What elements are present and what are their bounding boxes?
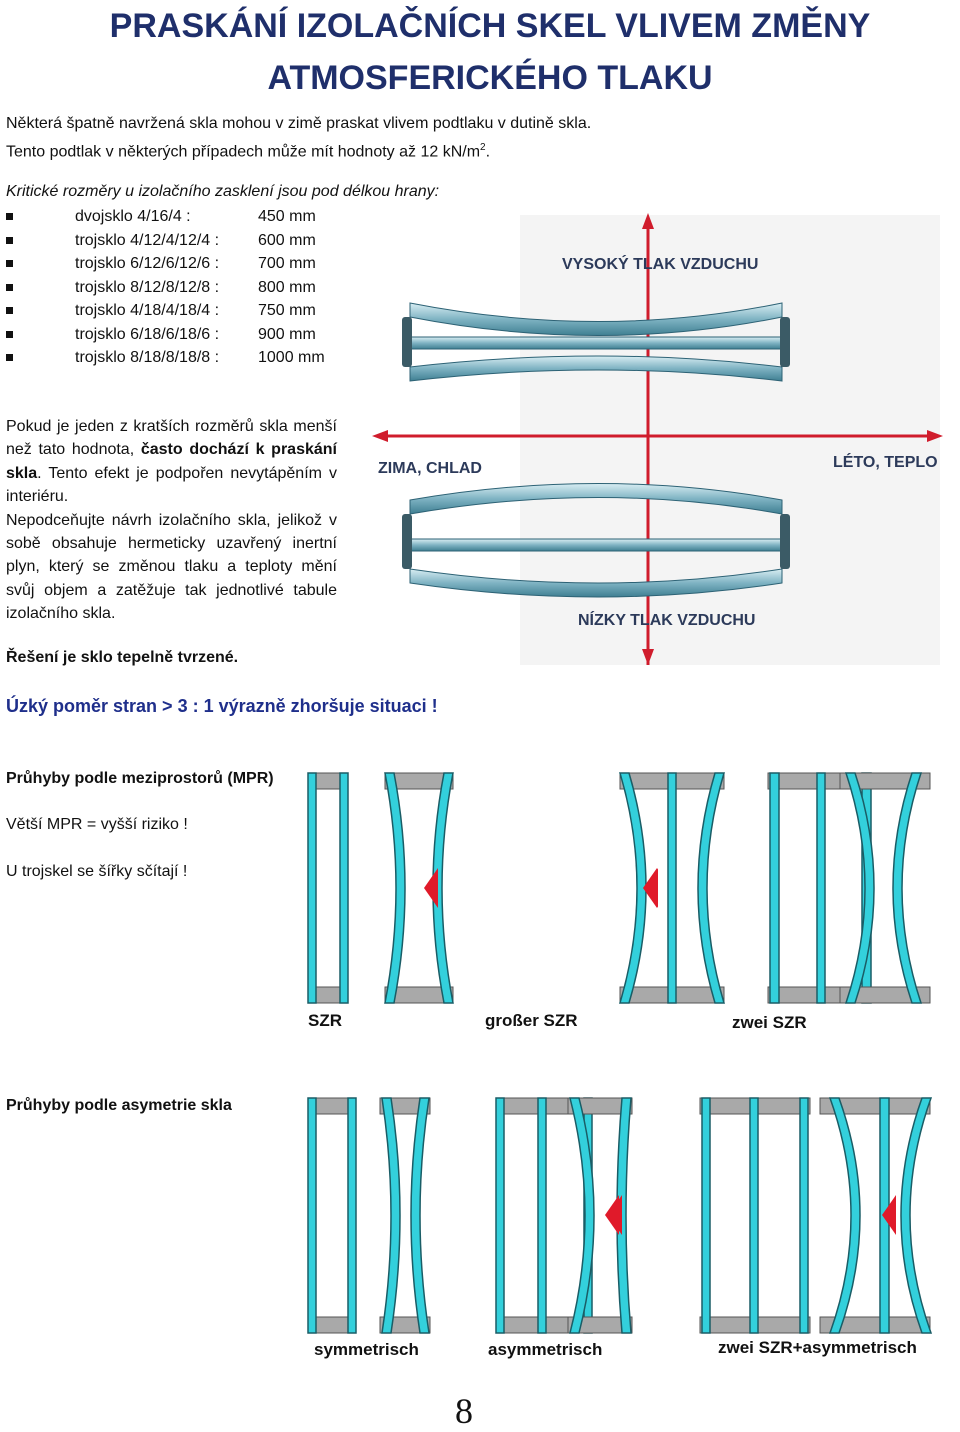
glass-type: trojsklo 4/12/4/12/4 : bbox=[75, 231, 220, 249]
critical-heading: Kritické rozměry u izolačního zasklení j… bbox=[6, 183, 440, 200]
glass-pane bbox=[307, 772, 317, 1004]
spacer bbox=[384, 772, 454, 790]
label-low-pressure: NÍZKY TLAK VZDUCHU bbox=[578, 610, 755, 629]
intro-text: Některá špatně navržená skla mohou v zim… bbox=[6, 112, 706, 163]
right-arrow-icon bbox=[927, 430, 943, 442]
critical-length: 600 mm bbox=[258, 231, 316, 249]
critical-length: 800 mm bbox=[258, 278, 316, 296]
glass-type: trojsklo 4/18/4/18/4 : bbox=[75, 302, 220, 319]
glass-pane bbox=[410, 1097, 430, 1334]
glass-pane bbox=[307, 1097, 317, 1334]
glass-pane bbox=[347, 1097, 357, 1334]
pressure-diagram: VYSOKÝ TLAK VZDUCHU ZIMA, CHLAD LÉTO, TE… bbox=[372, 213, 943, 665]
asymmetry-diagrams: symmetrisch asymmetrisch zwei SZR+asymmetr… bbox=[307, 1097, 933, 1359]
critical-length: 700 mm bbox=[258, 255, 316, 272]
bullet-icon bbox=[6, 307, 13, 314]
pressure-arrow-icon bbox=[882, 1195, 896, 1235]
glass-pane bbox=[816, 772, 826, 1004]
asymmetry-heading: Průhyby podle asymetrie skla bbox=[6, 1097, 232, 1114]
intro-superscript: 2 bbox=[480, 141, 486, 153]
glass-type: trojsklo 6/12/6/12/6 : bbox=[75, 255, 220, 272]
paragraph-text-3: Nepodceňujte návrh izolačního skla, jeli… bbox=[6, 511, 337, 623]
glass-pane bbox=[697, 772, 726, 1004]
glass-pane bbox=[339, 772, 349, 1004]
intro-line2-text: Tento podtlak v některých případech může… bbox=[6, 142, 481, 160]
glass-type: trojsklo 8/12/8/12/8 : bbox=[75, 278, 220, 296]
page-title-line1: PRASKÁNÍ IZOLAČNÍCH SKEL VLIVEM ZMĚNY bbox=[109, 7, 871, 45]
glass-pane bbox=[384, 772, 406, 1004]
intro-line1: Některá špatně navržená skla mohou v zim… bbox=[6, 115, 592, 132]
glass-pane bbox=[828, 1097, 861, 1334]
critical-length: 900 mm bbox=[258, 325, 316, 343]
glass-pane bbox=[569, 1097, 595, 1334]
spacer bbox=[819, 1097, 931, 1115]
paragraph-text-2: . Tento efekt je podpořen nevytápěním v … bbox=[6, 464, 337, 506]
diagram-label: großer SZR bbox=[485, 1011, 578, 1030]
paragraph-emphasis: často dochází k praskání skla bbox=[6, 441, 337, 482]
glass-pane bbox=[432, 772, 454, 1004]
glass-pane bbox=[701, 1097, 711, 1334]
bullet-icon bbox=[6, 236, 13, 244]
mpr-line2: U trojskel se šířky sčítají ! bbox=[6, 863, 188, 880]
intro-line2: Tento podtlak v některých případech může… bbox=[6, 136, 706, 164]
high-pressure-unit bbox=[402, 302, 790, 382]
diagram-label: SZR bbox=[308, 1011, 342, 1030]
glass-pane bbox=[618, 772, 647, 1004]
bullet-icon bbox=[6, 260, 13, 267]
bullet-icon bbox=[6, 354, 13, 361]
page-title-line2: ATMOSFERICKÉHO TLAKU bbox=[267, 59, 713, 97]
critical-length: 450 mm bbox=[258, 208, 316, 225]
label-winter: ZIMA, CHLAD bbox=[378, 460, 482, 477]
glass-pane bbox=[892, 772, 923, 1004]
bullet-icon bbox=[6, 213, 13, 220]
down-arrow-icon bbox=[642, 649, 654, 665]
glass-pane bbox=[749, 1097, 759, 1334]
diagram-label: zwei SZR bbox=[732, 1013, 807, 1032]
solution-text: Řešení je sklo tepelně tvrzené. bbox=[6, 649, 239, 666]
pressure-arrow-icon bbox=[644, 868, 658, 908]
glass-pane bbox=[844, 772, 875, 1004]
pressure-arrow-icon bbox=[605, 1195, 619, 1235]
glass-type: trojsklo 6/18/6/18/6 : bbox=[75, 325, 220, 343]
diagram-label: symmetrisch bbox=[314, 1340, 419, 1359]
glass-pane bbox=[495, 1097, 505, 1334]
label-summer: LÉTO, TEPLO bbox=[833, 452, 938, 471]
spacer bbox=[819, 1316, 931, 1334]
glass-pane bbox=[799, 1097, 809, 1334]
diagram-label: zwei SZR+asymmetrisch bbox=[718, 1338, 917, 1357]
up-arrow-icon bbox=[642, 213, 654, 229]
intro-line2-end: . bbox=[485, 142, 491, 160]
mpr-heading: Průhyby podle meziprostorů (MPR) bbox=[6, 770, 274, 787]
spacer bbox=[567, 1316, 633, 1334]
glass-pane bbox=[769, 772, 780, 1004]
explanation-paragraph: Pokud je jeden z kratších rozměrů skla m… bbox=[6, 415, 337, 626]
glass-pane bbox=[537, 1097, 547, 1334]
diagram-label: asymmetrisch bbox=[488, 1340, 602, 1359]
glass-pane bbox=[667, 772, 677, 1004]
pressure-arrow-icon bbox=[424, 868, 438, 908]
glass-pane bbox=[616, 1097, 632, 1334]
bullet-icon bbox=[6, 283, 13, 291]
glass-type: dvojsklo 4/16/4 : bbox=[75, 208, 191, 225]
spacer bbox=[384, 986, 454, 1004]
glass-pane bbox=[381, 1097, 401, 1334]
mpr-diagrams: SZR großer SZR zwei SZR bbox=[307, 772, 931, 1032]
mpr-line1: Větší MPR = vyšší riziko ! bbox=[6, 816, 188, 833]
glass-type: trojsklo 8/18/8/18/8 : bbox=[75, 349, 220, 366]
diagram-background bbox=[520, 215, 940, 665]
label-high-pressure: VYSOKÝ TLAK VZDUCHU bbox=[562, 254, 758, 273]
glass-pane bbox=[900, 1097, 933, 1334]
paragraph-text-1: Pokud je jeden z kratších rozměrů skla m… bbox=[6, 418, 337, 459]
critical-length: 1000 mm bbox=[258, 349, 325, 366]
page-number: 8 bbox=[455, 1391, 473, 1431]
critical-length: 750 mm bbox=[258, 302, 316, 319]
left-arrow-icon bbox=[372, 430, 388, 442]
low-pressure-unit bbox=[402, 483, 790, 598]
bullet-icon bbox=[6, 330, 13, 338]
spacer bbox=[567, 1097, 633, 1115]
warning-text: Úzký poměr stran > 3 : 1 výrazně zhoršuj… bbox=[6, 696, 438, 716]
